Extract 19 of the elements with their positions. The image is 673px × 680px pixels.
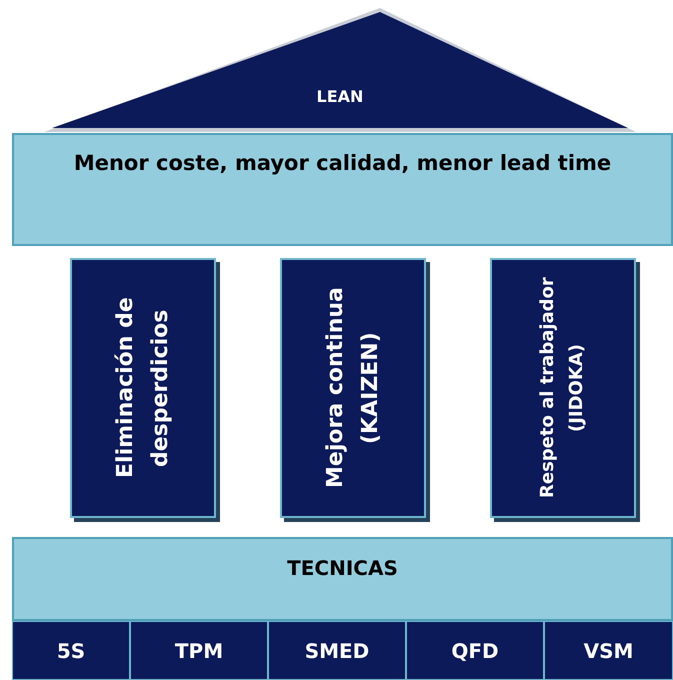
base-band <box>12 537 673 621</box>
technique-box <box>12 621 130 680</box>
technique-box <box>130 621 268 680</box>
roof-triangle <box>44 8 636 132</box>
technique-label: SMED <box>304 638 370 662</box>
pillar-label: Respeto al trabajador (JIDOKA) <box>536 276 588 500</box>
technique-box <box>406 621 544 680</box>
heading-text: Menor coste, mayor calidad, menor lead time <box>74 151 612 175</box>
technique-label: VSM <box>584 638 634 662</box>
technique-label: 5S <box>56 638 86 662</box>
technique-box <box>268 621 406 680</box>
technique-label: TPM <box>174 638 224 662</box>
pillar-label: Mejora continua (KAIZEN) <box>322 286 384 490</box>
technique-label: QFD <box>451 638 499 662</box>
pillar-label: Eliminación de desperdicios <box>112 296 174 480</box>
roof-label: LEAN <box>316 87 364 106</box>
beam-panel <box>12 133 673 246</box>
heading-text: TECNICAS <box>287 556 398 580</box>
technique-box <box>544 621 673 680</box>
